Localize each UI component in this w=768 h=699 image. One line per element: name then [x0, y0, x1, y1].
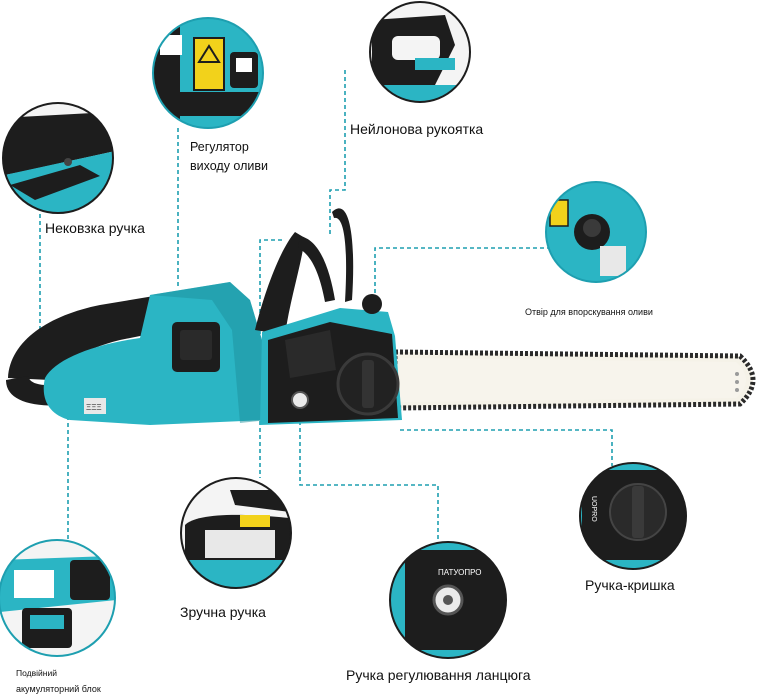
leader-lines [39, 70, 613, 545]
chain-adjust-screw [291, 391, 309, 409]
saw-body [43, 282, 268, 425]
label-chain-adjust-knob: Ручка регулювання ланцюга [346, 667, 531, 683]
chainsaw: ΞΞΞ [6, 208, 756, 425]
leader-oil-spray-hole [374, 247, 548, 300]
detail-oil-spray-hole [545, 181, 647, 283]
label-oil-spray-hole: Отвір для впорскування оливи [525, 307, 653, 317]
label-oil-regulator-line2: виходу оливи [190, 159, 269, 173]
oil-cap [362, 294, 382, 314]
label-anti-slip-handle: Нековзка ручка [45, 220, 145, 236]
leader-cover-knob [400, 429, 613, 466]
label-oil-regulator-line1: Регулятор [190, 140, 249, 154]
detail-cover-knob: UOPRO [579, 462, 687, 570]
front-handle [255, 232, 305, 335]
leader-comfortable-handle [259, 239, 282, 478]
rear-handle [8, 295, 170, 380]
detail-chain-adjust-knob: ПАТУОПРО [389, 541, 507, 659]
detail-nylon-handle [369, 1, 471, 103]
leader-nylon-handle [329, 70, 346, 235]
brand-logo: ПАТУОПРО [438, 568, 482, 577]
guide-bar [392, 349, 756, 411]
brand-logo-rotated: UOPRO [590, 496, 597, 522]
detail-dual-battery [0, 539, 116, 657]
warning-triangle-icon [197, 44, 221, 63]
detail-anti-slip-handle [2, 102, 114, 214]
label-nylon-handle: Нейлонова рукоятка [350, 121, 484, 137]
label-cover-knob: Ручка-кришка [585, 577, 675, 593]
leader-dual-battery [67, 371, 150, 545]
detail-oil-regulator [152, 17, 264, 129]
hand-guard [332, 208, 354, 302]
label-dual-battery-line2: акумуляторний блок [16, 684, 101, 694]
svg-text:ΞΞΞ: ΞΞΞ [86, 403, 102, 412]
label-dual-battery-line1: Подвійний [16, 668, 57, 678]
leader-chain-adjust [299, 400, 439, 542]
label-comfortable-handle: Зручна ручка [180, 604, 266, 620]
detail-comfortable-handle [180, 477, 292, 589]
